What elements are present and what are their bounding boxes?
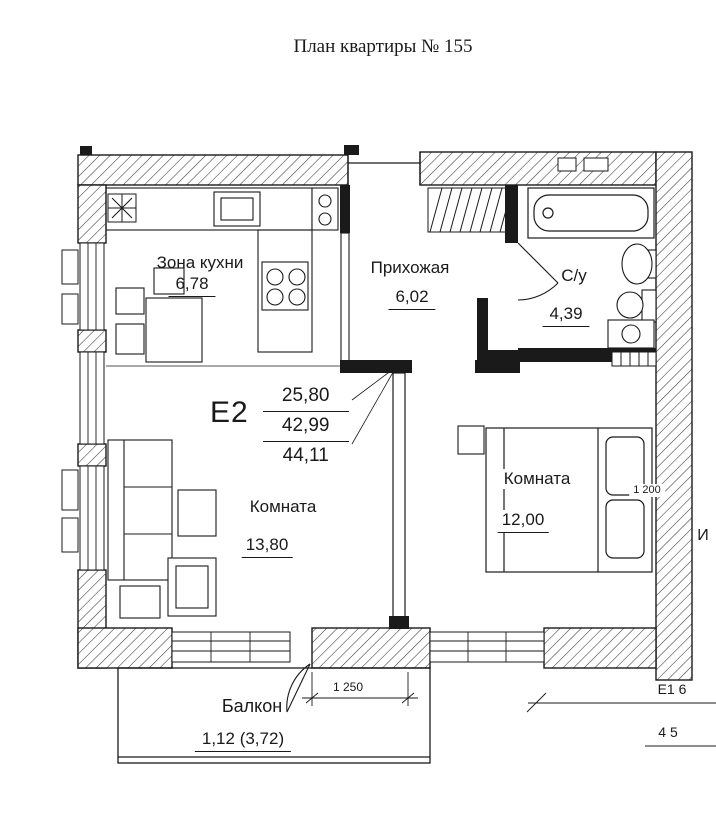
room-area-kitchen: 6,78: [168, 274, 216, 297]
dimension-right-wall: 1 200: [629, 484, 665, 497]
washing-machine-icon: [607, 319, 655, 349]
kitchen-sink-icon: [311, 187, 339, 231]
apartment-area-table: 25,80 42,99 44,11: [262, 382, 349, 471]
bathroom-door: [517, 242, 559, 301]
room-label-kitchen: Зона кухни: [156, 253, 244, 272]
dining-table-and-chairs: [115, 267, 203, 363]
apartment-total-area: 42,99: [262, 412, 349, 442]
room-area-balcony: 1,12 (3,72): [194, 729, 292, 752]
exterior-ledges: [61, 249, 79, 553]
window-icon: [79, 465, 105, 571]
balcony-outline: [117, 667, 431, 764]
room-label-balcony: Балкон: [221, 696, 283, 716]
wall-tick-marks: [80, 145, 359, 155]
window-icon: [79, 242, 105, 331]
left-windows: [79, 242, 105, 571]
wash-basin-icon: [621, 243, 657, 285]
stove-icon: [261, 261, 309, 311]
bottom-windows: [171, 631, 545, 663]
room-area-bathroom: 4,39: [542, 304, 590, 327]
window-icon: [79, 351, 105, 445]
entrance-door: [347, 152, 421, 185]
exterior-walls: [77, 151, 693, 681]
sofa-icon: [107, 439, 173, 581]
room-area-hallway: 6,02: [388, 287, 436, 310]
room-label-hallway: Прихожая: [370, 258, 450, 277]
apartment-code: Е2: [210, 396, 249, 429]
window-icon: [171, 631, 291, 663]
tv-stand-icon: [167, 557, 217, 617]
nightstand-icon: [457, 425, 485, 455]
oven-icon: [213, 191, 261, 227]
room-label-room1: Комната: [245, 497, 321, 517]
room-label-bathroom: С/у: [561, 266, 587, 285]
dimension-lines: [302, 672, 716, 747]
interior-walls: [340, 185, 656, 629]
page-title: План квартиры № 155: [293, 36, 473, 57]
vent-shafts: [557, 157, 609, 172]
neighbor-apartment-area: 4 5: [658, 724, 678, 740]
pillow-icon: [605, 436, 645, 496]
towel-rail-icon: [611, 351, 657, 367]
dimension-balcony-opening: 1 250: [332, 680, 364, 694]
neighbor-apartment-code: Е1 6: [653, 681, 691, 698]
window-icon: [429, 631, 545, 663]
balcony-door: [286, 663, 311, 713]
bathtub-icon: [527, 187, 655, 239]
pillow-icon: [605, 499, 645, 559]
coffee-table-icon: [177, 489, 217, 537]
room-area-room1: 13,80: [241, 535, 293, 558]
apartment-total-area-with-balcony: 44,11: [282, 445, 329, 466]
room-area-room2: 12,00: [497, 510, 549, 533]
vent-symbol-icon: [107, 193, 137, 223]
room-label-room2: Комната: [499, 469, 575, 489]
wardrobe-icon: [427, 187, 509, 233]
right-edge-letter: И: [697, 527, 709, 544]
apartment-living-area: 25,80: [262, 382, 349, 412]
bed-icon: [485, 427, 653, 573]
toilet-icon: [616, 289, 657, 323]
apartment-info: Е2 25,80 42,99 44,11: [210, 382, 349, 471]
pouf-icon: [119, 585, 161, 619]
leader-lines: [351, 366, 397, 445]
